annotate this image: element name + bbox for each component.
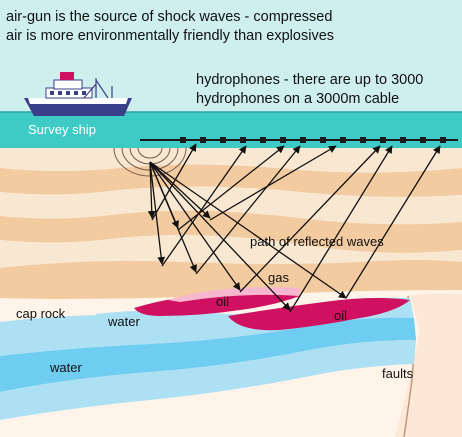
label-water-upper: water [107,314,140,329]
gas-cap [168,287,300,302]
survey-ship [24,72,132,116]
stratum-3 [0,186,462,225]
label-oil-left: oil [216,294,229,309]
stratum-6 [0,260,462,299]
water-layer-mid [0,317,416,392]
hydrophones [180,137,446,143]
label-gas: gas [268,270,289,285]
oil-deposit-right [228,298,410,331]
caption-airgun-line2: air is more environmentally friendly tha… [6,28,334,44]
stratum-2 [0,164,462,197]
wave-paths [147,143,441,313]
water-layer-light-2 [0,340,416,420]
label-cap-rock: cap rock [16,306,66,321]
water-layer-upper [96,310,250,333]
label-water-lower: water [49,360,82,375]
caption-airgun-line1: air-gun is the source of shock waves - c… [6,9,332,25]
caption-hydrophones-line2: hydrophones on a 3000m cable [196,91,399,107]
label-path-of-reflected-waves: path of reflected waves [250,234,384,249]
oil-deposit-left [134,292,300,316]
label-faults: faults [382,366,414,381]
caption-hydrophones-line1: hydrophones - there are up to 3000 [196,72,423,88]
label-survey-ship: Survey ship [28,122,96,137]
stratum-1 [0,148,462,173]
label-oil-right: oil [334,308,347,323]
fault-rock [395,293,462,437]
